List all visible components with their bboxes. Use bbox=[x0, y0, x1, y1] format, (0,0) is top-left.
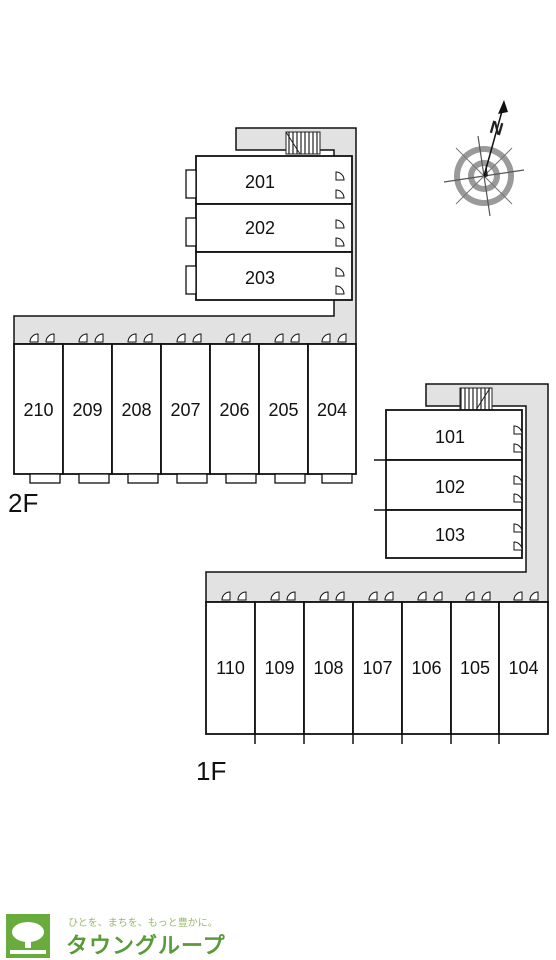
second-floor: 201 202 203 210 209 bbox=[8, 127, 357, 518]
unit-label: 105 bbox=[460, 658, 490, 678]
first-floor: 101 102 103 110 109 bbox=[196, 383, 549, 786]
unit-110: 110 bbox=[205, 591, 256, 744]
unit-203: 203 bbox=[185, 251, 353, 301]
door-icon bbox=[29, 333, 55, 343]
logo-tagline: ひとを、まちを、もっと豊かに。 bbox=[68, 918, 218, 929]
unit-label: 201 bbox=[245, 172, 275, 192]
unit-201: 201 bbox=[185, 155, 353, 205]
unit-103: 103 bbox=[385, 509, 523, 559]
door-icon bbox=[465, 591, 491, 601]
unit-208: 208 bbox=[111, 333, 162, 484]
door-icon bbox=[319, 591, 345, 601]
unit-label: 207 bbox=[170, 400, 200, 420]
unit-109: 109 bbox=[254, 591, 305, 744]
door-icon bbox=[335, 219, 345, 247]
unit-label: 106 bbox=[411, 658, 441, 678]
unit-206: 206 bbox=[209, 333, 260, 484]
door-icon bbox=[274, 333, 300, 343]
unit-label: 204 bbox=[317, 400, 347, 420]
unit-202: 202 bbox=[185, 203, 353, 253]
balcony bbox=[78, 473, 110, 484]
unit-209: 209 bbox=[62, 333, 113, 484]
door-icon bbox=[221, 591, 247, 601]
balcony bbox=[127, 473, 159, 484]
door-icon bbox=[417, 591, 443, 601]
unit-108: 108 bbox=[303, 591, 354, 744]
corridor-1f bbox=[205, 383, 549, 603]
door-icon bbox=[513, 591, 539, 601]
unit-label: 101 bbox=[435, 427, 465, 447]
corridor-2f bbox=[13, 127, 357, 345]
balcony bbox=[225, 473, 257, 484]
door-icon bbox=[225, 333, 251, 343]
unit-104: 104 bbox=[498, 591, 549, 735]
stairs-2f bbox=[285, 131, 321, 155]
balcony bbox=[321, 473, 353, 484]
unit-label: 107 bbox=[362, 658, 392, 678]
floor-label-2f: 2F bbox=[8, 488, 38, 518]
balcony bbox=[185, 217, 197, 247]
unit-210: 210 bbox=[13, 333, 64, 484]
door-icon bbox=[270, 591, 296, 601]
door-icon bbox=[127, 333, 153, 343]
unit-label: 103 bbox=[435, 525, 465, 545]
unit-label: 203 bbox=[245, 268, 275, 288]
door-icon bbox=[513, 523, 523, 551]
door-icon bbox=[176, 333, 202, 343]
tree-logo-icon bbox=[6, 914, 50, 958]
door-icon bbox=[335, 171, 345, 199]
logo-brand-name: タウングループ bbox=[66, 934, 226, 959]
unit-label: 102 bbox=[435, 477, 465, 497]
unit-label: 209 bbox=[72, 400, 102, 420]
unit-label: 205 bbox=[268, 400, 298, 420]
unit-label: 104 bbox=[508, 658, 538, 678]
north-label: N bbox=[487, 117, 505, 140]
unit-label: 202 bbox=[245, 218, 275, 238]
north-arrow-icon bbox=[483, 103, 505, 177]
unit-207: 207 bbox=[160, 333, 211, 484]
balcony bbox=[176, 473, 208, 484]
floor-label-1f: 1F bbox=[196, 756, 226, 786]
unit-102: 102 bbox=[374, 459, 523, 511]
unit-label: 109 bbox=[264, 658, 294, 678]
door-icon bbox=[321, 333, 347, 343]
unit-label: 208 bbox=[121, 400, 151, 420]
balcony bbox=[29, 473, 61, 484]
unit-204: 204 bbox=[307, 333, 357, 484]
unit-label: 206 bbox=[219, 400, 249, 420]
door-icon bbox=[368, 591, 394, 601]
unit-105: 105 bbox=[450, 591, 500, 744]
balcony bbox=[274, 473, 306, 484]
compass-icon: N bbox=[443, 100, 525, 217]
stairs-1f bbox=[459, 387, 493, 411]
unit-205: 205 bbox=[258, 333, 309, 484]
unit-107: 107 bbox=[352, 591, 403, 744]
door-icon bbox=[78, 333, 104, 343]
door-icon bbox=[513, 475, 523, 503]
door-icon bbox=[513, 425, 523, 453]
floor-plan: 201 202 203 210 209 bbox=[8, 100, 549, 786]
unit-label: 210 bbox=[23, 400, 53, 420]
balcony bbox=[185, 265, 197, 295]
unit-101: 101 bbox=[374, 409, 523, 461]
unit-label: 108 bbox=[313, 658, 343, 678]
unit-label: 110 bbox=[216, 658, 245, 678]
unit-106: 106 bbox=[401, 591, 452, 744]
balcony bbox=[185, 169, 197, 199]
company-logo: ひとを、まちを、もっと豊かに。 タウングループ bbox=[0, 912, 260, 960]
door-icon bbox=[335, 267, 345, 295]
